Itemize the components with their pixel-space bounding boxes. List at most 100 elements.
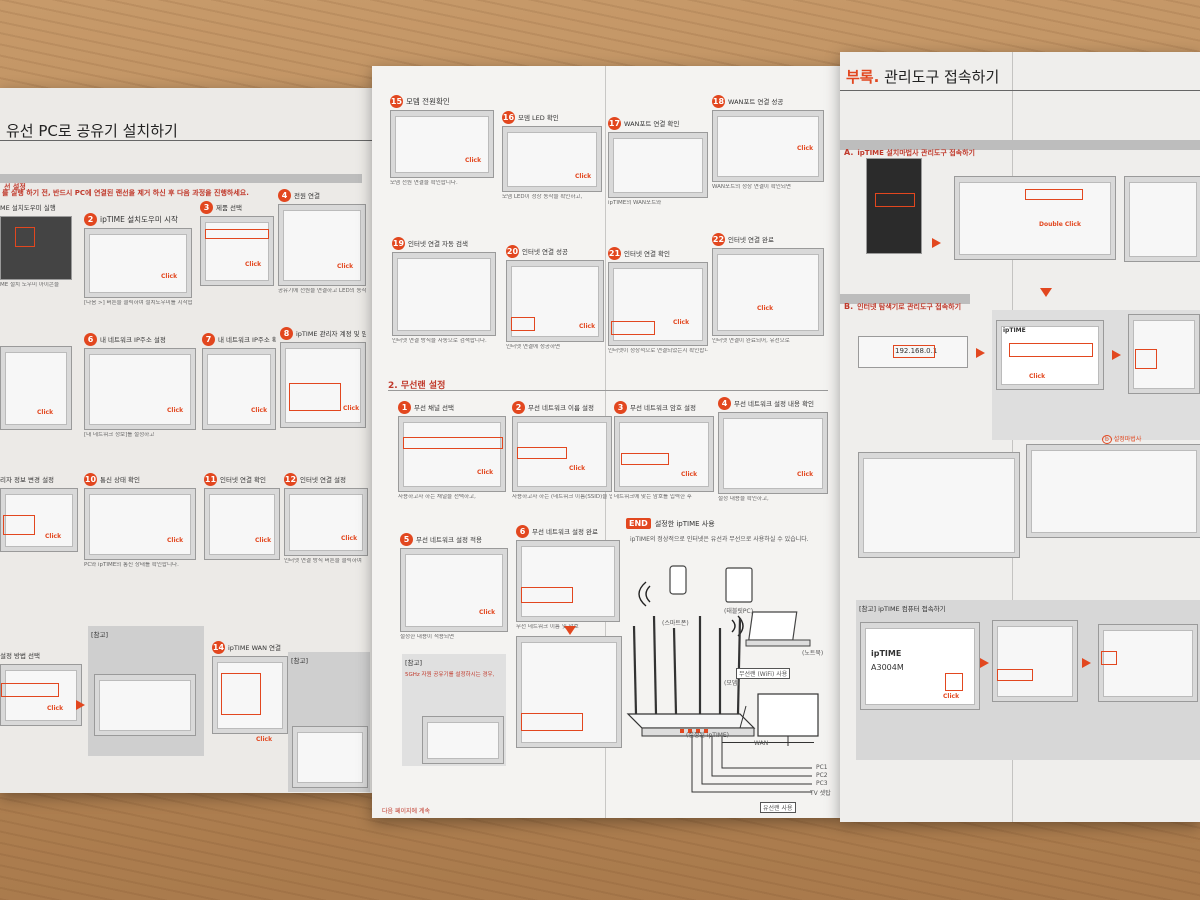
arrow-right-icon — [932, 238, 941, 248]
menu-item-label: b 설정마법사 — [1102, 434, 1141, 444]
login-screenshot — [1124, 176, 1200, 262]
tablet-label: (태블릿PC) — [724, 608, 754, 615]
screenshot: Click — [284, 488, 368, 556]
title-rule — [840, 90, 1200, 91]
laptop-label: (노트북) — [802, 650, 824, 657]
monitor-icon — [757, 693, 819, 746]
note-box-2: [참고] — [288, 652, 370, 792]
modem-label: (모뎀) — [724, 680, 740, 687]
note-box: [참고] 5GHz 자원 공유기를 설정하시는 경우, — [402, 654, 506, 766]
screenshot: Click — [200, 216, 274, 286]
arrow-right-icon — [76, 700, 85, 710]
section-a-bar: A.ipTIME 설치마법사 관리도구 접속하기 — [840, 140, 1200, 157]
warning-text: 를 실행 하기 전, 반드시 PC에 연결된 랜선을 제거 하신 후 다음 과정… — [2, 189, 249, 197]
screenshot: Click — [202, 348, 276, 430]
section-rule — [388, 390, 828, 391]
manual-panel-left: 유선 PC로 공유기 설치하기 선 설정 를 실행 하기 전, 반드시 PC에 … — [0, 88, 372, 793]
login-area: ipTIME Click — [992, 310, 1200, 440]
step-7: 7내 네트워크 IP주소 확인 Click — [202, 332, 276, 430]
end-text: ipTIME의 정상적으로 인터넷은 유선과 무선으로 사용하실 수 있습니다. — [630, 536, 809, 543]
arrow-down-icon — [564, 626, 576, 635]
screenshot: Click — [712, 110, 824, 182]
section-2-title: 2. 무선랜 설정 — [388, 381, 446, 391]
screenshot: Click — [84, 488, 196, 560]
wan-label: WAN — [754, 740, 769, 747]
screenshot: Click — [390, 110, 494, 178]
title-rule — [0, 140, 372, 141]
wan-line — [722, 742, 814, 743]
screenshot: Click — [502, 126, 602, 192]
screenshot: Click — [712, 248, 824, 336]
note-heading: [참고] ipTIME 컴퓨터 접속하기 — [859, 605, 946, 613]
screenshot — [516, 540, 620, 622]
note-box: [참고] — [88, 626, 204, 756]
step-9: 리자 정보 변경 설정 Click — [0, 472, 78, 552]
screenshot — [0, 216, 72, 280]
wireless-use-label: 무선랜 (WiFi) 사용 — [736, 668, 791, 679]
manual-panel-right: 부록. 관리도구 접속하기 A.ipTIME 설치마법사 관리도구 접속하기 D… — [840, 52, 1200, 822]
wired-use-label: 유선랜 사용 — [760, 802, 796, 813]
screenshot: Click — [512, 416, 612, 492]
screenshot: Click — [278, 204, 366, 286]
tv-label: TV 셋탑 — [810, 790, 831, 797]
screenshot: Click — [400, 548, 508, 632]
screenshot: Click — [280, 342, 366, 428]
footer-text: 다음 페이지에 계속 — [382, 808, 430, 815]
pc2-label: PC2 — [816, 772, 828, 779]
pc1-label: PC1 — [816, 764, 828, 771]
screenshot: Click — [204, 488, 280, 560]
tablet-icon — [725, 567, 753, 603]
screenshot — [392, 252, 496, 336]
device-list-screenshot: Double Click — [954, 176, 1116, 260]
screenshot — [608, 132, 708, 198]
screenshot: Click — [398, 416, 506, 492]
browser-address-bar: 192.168.0.1 — [858, 336, 968, 368]
screenshot — [212, 656, 288, 734]
step-13: 설정 방법 선택 Click — [0, 648, 82, 726]
laptop-icon — [745, 611, 811, 647]
confirm-screenshot — [516, 636, 622, 748]
start-menu-screenshot — [866, 158, 922, 254]
admin-page-screenshot-2 — [1026, 444, 1200, 538]
screenshot: Click — [0, 664, 82, 726]
end-heading: END 설정한 ipTIME 사용 — [626, 518, 715, 529]
network-diagram — [626, 565, 819, 793]
router-icon — [626, 615, 756, 737]
appendix-title: 부록. 관리도구 접속하기 — [846, 68, 1000, 86]
screenshot: Click — [718, 412, 828, 494]
screenshot: Click — [506, 260, 604, 342]
arrow-right-icon — [976, 348, 985, 358]
screenshot: Click — [608, 262, 708, 346]
section-b-bar: B.인터넷 탐색기로 관리도구 접속하기 — [840, 294, 970, 311]
step-5: Click — [0, 332, 72, 430]
cable-lines — [691, 705, 812, 793]
screenshot: Click — [614, 416, 714, 492]
screenshot: Click — [0, 346, 72, 430]
panel-title: 유선 PC로 공유기 설치하기 — [6, 122, 178, 140]
note-box: [참고] ipTIME 컴퓨터 접속하기 ipTIME A3004M Click — [856, 600, 1200, 760]
admin-page-screenshot-1 — [858, 452, 1020, 558]
section-bar: 선 설정 — [0, 174, 362, 191]
step-1: ME 설치도우미 실행 ME 설치 도우미 아이콘을 — [0, 200, 72, 289]
step-4: 4전원 연결 Click 공유기에 전원을 연결하고 LED의 동작을 확인한 … — [278, 188, 366, 294]
